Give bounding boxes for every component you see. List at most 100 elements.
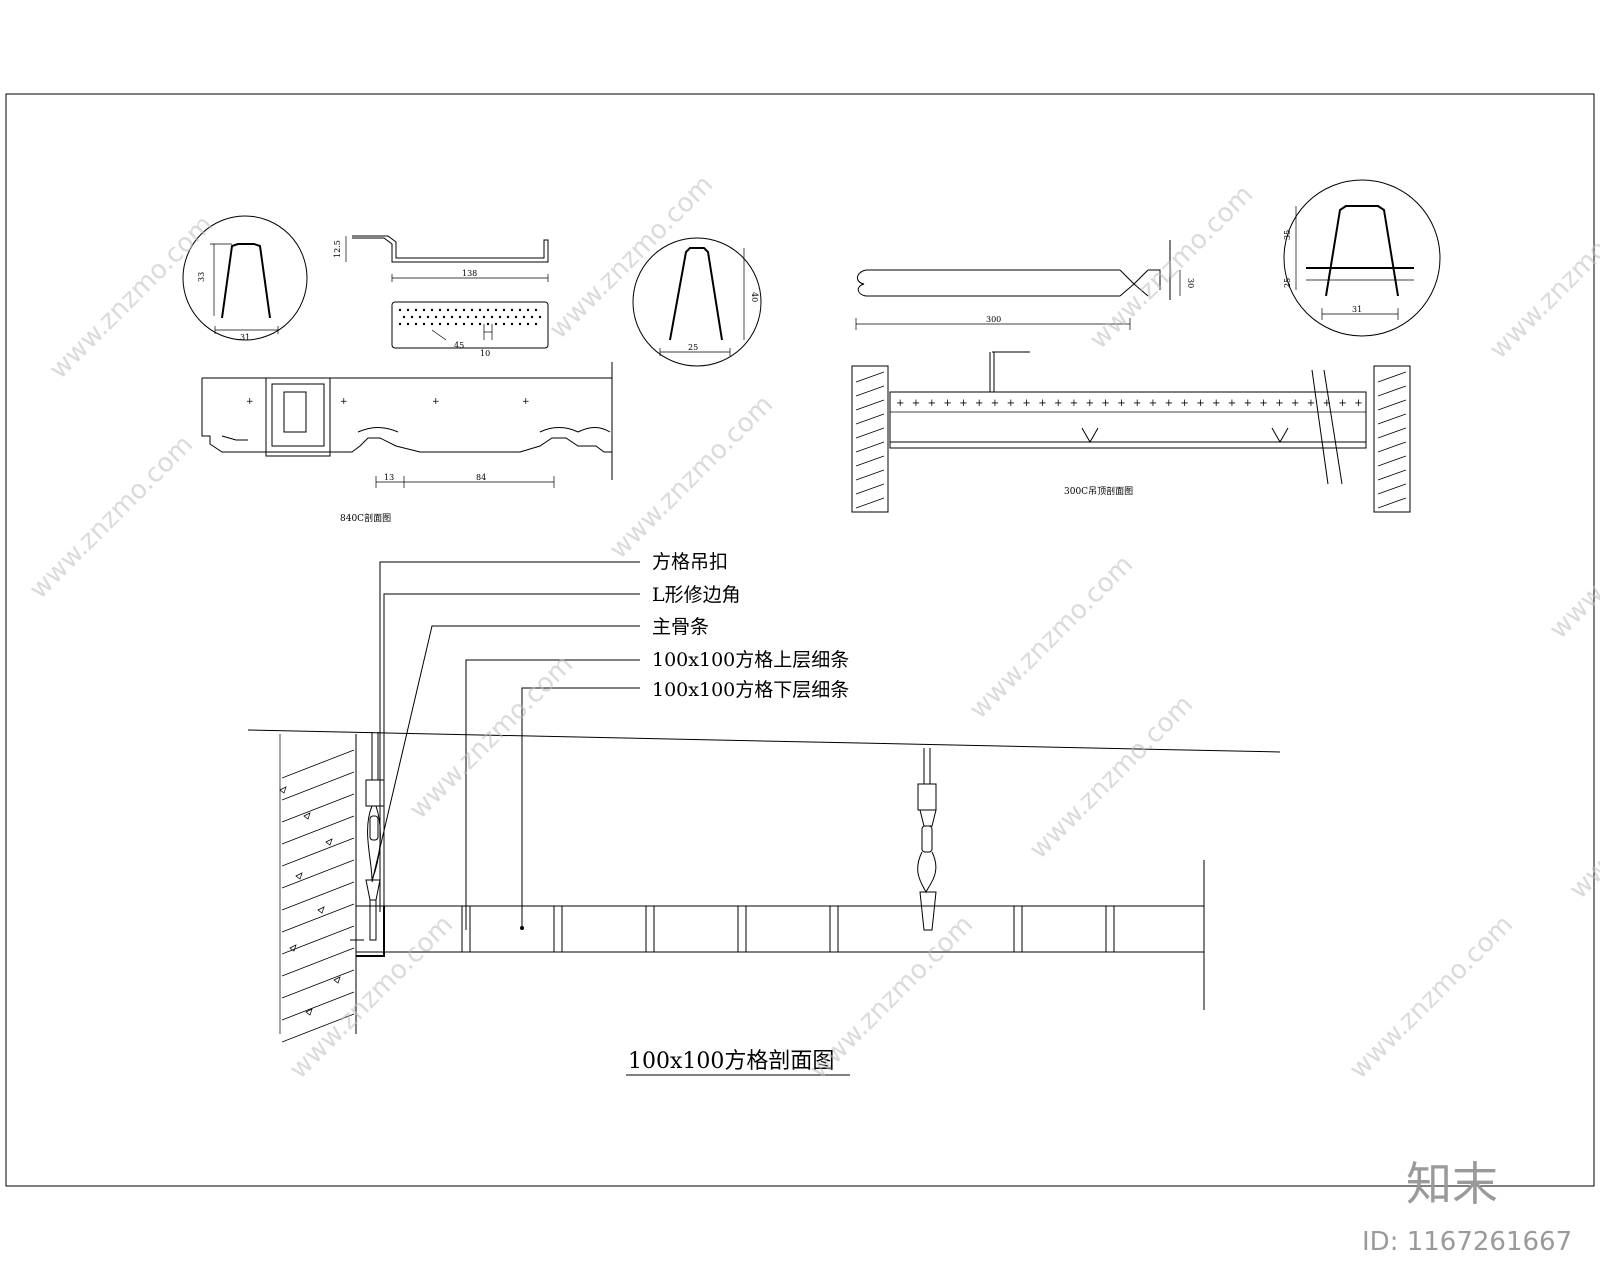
aggregate-mark xyxy=(295,872,303,880)
perforation-hole xyxy=(430,308,434,312)
fastener-mark: + xyxy=(1133,398,1141,409)
detail-300c-panel: 30 300 xyxy=(855,240,1195,330)
dim-right-panel-width: 300 xyxy=(986,315,1001,324)
perforation-hole xyxy=(518,308,522,312)
perforation-hole xyxy=(402,315,406,319)
perforation-hole xyxy=(398,322,402,326)
hatch-line xyxy=(1377,455,1407,467)
hatch-line xyxy=(281,969,355,999)
panel-joint xyxy=(1271,427,1289,444)
perforation-hole xyxy=(418,315,422,319)
perforation-hole xyxy=(454,308,458,312)
aggregate-mark xyxy=(333,976,341,984)
perforation-hole xyxy=(438,308,442,312)
fastener-mark: + xyxy=(959,398,967,409)
site-watermark: www.znzmo.com xyxy=(24,430,199,605)
perforation-hole xyxy=(510,322,514,326)
middle-hanger xyxy=(917,748,937,931)
site-watermark: www.znzmo.com xyxy=(1084,180,1259,355)
grid-strip xyxy=(553,905,563,953)
site-watermark: www.znzmo.com xyxy=(1024,690,1199,865)
site-watermark: www.znzmo.com xyxy=(1484,190,1600,365)
site-watermark: www.znzmo.com xyxy=(604,390,779,565)
image-id-watermark: ID: 1167261667 xyxy=(1362,1227,1572,1257)
grid-strip xyxy=(461,905,471,953)
perforation-hole xyxy=(434,315,438,319)
grid-strip xyxy=(1105,905,1115,953)
perforation-hole xyxy=(406,308,410,312)
main-section-title: 100x100方格剖面图 xyxy=(628,1049,834,1074)
site-watermark: www.znzmo.com xyxy=(1544,470,1600,645)
hatch-line xyxy=(281,1013,355,1043)
perforation-hole xyxy=(538,315,542,319)
perforation-hole xyxy=(486,308,490,312)
perforation-hole xyxy=(534,308,538,312)
dim-circle2-width: 25 xyxy=(688,343,698,352)
hatch-line xyxy=(855,371,885,383)
dim-bottom-span: 84 xyxy=(476,473,486,482)
perforation-hole xyxy=(522,315,526,319)
fastener-mark: + xyxy=(896,398,904,409)
hatch-line xyxy=(1377,441,1407,453)
hatch-line xyxy=(281,881,355,911)
dim-top-profile-width: 138 xyxy=(462,269,477,278)
perforation-hole xyxy=(518,322,522,326)
dim-circle1-height: 33 xyxy=(197,272,206,282)
hatch-line xyxy=(281,793,355,823)
fastener-mark: + xyxy=(1228,398,1236,409)
main-grid-section xyxy=(247,729,1281,1043)
fastener-mark: + xyxy=(912,398,920,409)
hatch-line xyxy=(281,925,355,955)
dim-circle3-width: 31 xyxy=(1352,305,1362,314)
perforation-hole xyxy=(422,322,426,326)
dim-circle1-width: 31 xyxy=(240,333,250,342)
dim-circle3-top: 35 xyxy=(1283,230,1292,240)
perforation-hole xyxy=(486,322,490,326)
perforation-hole xyxy=(442,315,446,319)
fastener-mark: + xyxy=(1086,398,1094,409)
perforation-hole xyxy=(406,322,410,326)
perforation-hole xyxy=(462,308,466,312)
hatch-line xyxy=(855,385,885,397)
cross-mark: + xyxy=(246,397,254,407)
left-hanger xyxy=(350,732,385,941)
hatch-line xyxy=(281,947,355,977)
hatch-line xyxy=(855,413,885,425)
perforation-hole xyxy=(470,308,474,312)
perforation-hole xyxy=(498,315,502,319)
fastener-mark: + xyxy=(1244,398,1252,409)
fastener-mark: + xyxy=(991,398,999,409)
fastener-mark: + xyxy=(1180,398,1188,409)
grid-strip xyxy=(737,905,747,953)
callout-labels: 方格吊扣 L形修边角 主骨条 100x100方格上层细条 100x100方格下层… xyxy=(652,551,849,701)
hatch-line xyxy=(1377,385,1407,397)
callout-hanger-clip: 方格吊扣 xyxy=(652,551,728,573)
panel-joint xyxy=(1081,427,1099,444)
hatch-line xyxy=(281,837,355,867)
perforation-holes xyxy=(398,308,542,326)
detail-840c-section: + + + + 13 84 840C剖面图 xyxy=(201,362,613,524)
perforation-hole xyxy=(494,308,498,312)
perforation-hole xyxy=(502,308,506,312)
wall-hatch xyxy=(279,749,355,1043)
perforation-hole xyxy=(530,315,534,319)
perforation-hole xyxy=(510,308,514,312)
perforation-hole xyxy=(410,315,414,319)
perforation-hole xyxy=(414,308,418,312)
site-watermark: www.znzmo.com xyxy=(964,550,1139,725)
aggregate-mark xyxy=(317,906,325,914)
perforation-hole xyxy=(422,308,426,312)
dim-bottom-left-gap: 13 xyxy=(384,473,394,482)
perforation-hole xyxy=(446,308,450,312)
perforation-hole xyxy=(462,322,466,326)
brand-watermark: 知末 xyxy=(1406,1157,1498,1211)
perforation-hole xyxy=(502,322,506,326)
callout-upper-strip: 100x100方格上层细条 xyxy=(652,649,849,671)
grid-strips xyxy=(461,905,1115,953)
hatch-line xyxy=(1377,483,1407,495)
hatch-line xyxy=(281,749,355,779)
callout-lower-strip: 100x100方格下层细条 xyxy=(652,679,849,701)
hatch-line xyxy=(281,771,355,801)
